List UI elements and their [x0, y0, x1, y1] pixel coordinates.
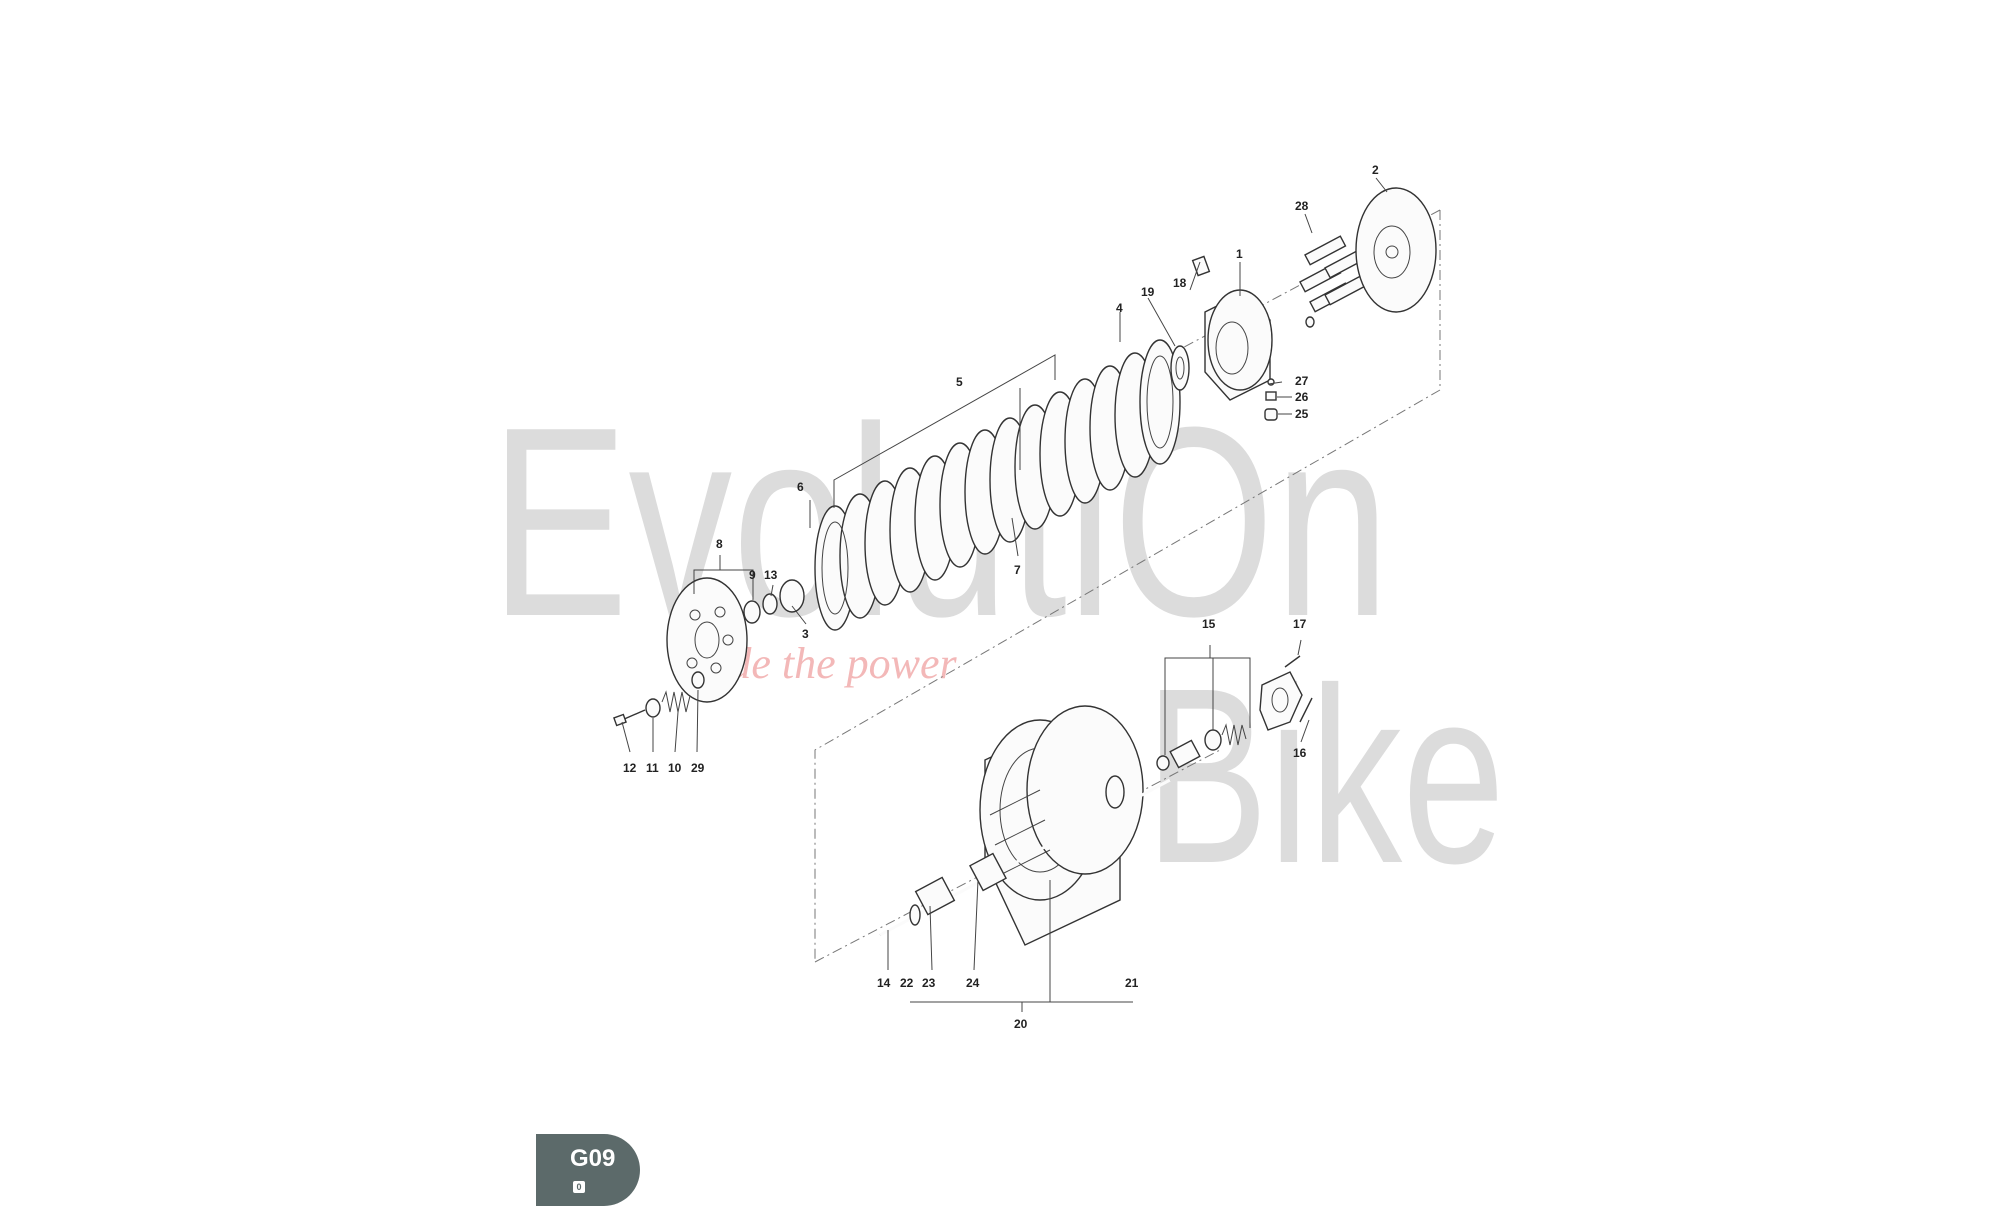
label-part-2: 2 — [1372, 163, 1379, 177]
label-part-18: 18 — [1173, 276, 1187, 290]
spring-posts — [1299, 235, 1367, 313]
label-part-3: 3 — [802, 627, 809, 641]
input-shaft — [879, 775, 1171, 937]
outer-cover-plate — [666, 577, 748, 703]
label-part-25: 25 — [1295, 407, 1309, 421]
spring-and-bolt — [613, 671, 705, 727]
clutch-basket — [979, 705, 1144, 946]
pressure-plate — [1355, 187, 1437, 313]
watermark-bike: Bike — [1145, 636, 1505, 915]
small-hardware — [1264, 316, 1315, 421]
label-part-24: 24 — [966, 976, 980, 990]
watermark: EvolutiOn Bike ride the power — [490, 372, 1505, 915]
label-part-14: 14 — [877, 976, 891, 990]
label-part-1: 1 — [1236, 247, 1243, 261]
label-part-27: 27 — [1295, 374, 1309, 388]
label-part-17: 17 — [1293, 617, 1307, 631]
bearing-stack — [743, 579, 805, 624]
label-part-23: 23 — [922, 976, 936, 990]
label-part-26: 26 — [1295, 390, 1309, 404]
label-part-22: 22 — [900, 976, 914, 990]
thrust-washer — [1170, 345, 1190, 391]
label-part-11: 11 — [646, 761, 659, 775]
label-part-4: 4 — [1116, 301, 1123, 315]
leader-lines — [621, 177, 1388, 1012]
label-part-19: 19 — [1141, 285, 1155, 299]
label-part-8: 8 — [716, 537, 723, 551]
label-part-12: 12 — [623, 761, 637, 775]
label-part-21: 21 — [1125, 976, 1139, 990]
label-part-9: 9 — [749, 568, 756, 582]
label-part-15: 15 — [1202, 617, 1216, 631]
label-part-5: 5 — [956, 375, 963, 389]
clutch-plate-pack — [814, 339, 1181, 631]
diagram-code: G09 — [570, 1145, 616, 1172]
clutch-inner-hub — [1191, 255, 1273, 401]
label-part-13: 13 — [764, 568, 778, 582]
label-part-10: 10 — [668, 761, 682, 775]
label-part-6: 6 — [797, 480, 804, 494]
label-part-7: 7 — [1014, 563, 1021, 577]
label-part-29: 29 — [691, 761, 705, 775]
release-mechanism — [1156, 655, 1313, 771]
label-part-28: 28 — [1295, 199, 1309, 213]
label-part-16: 16 — [1293, 746, 1307, 760]
diagram-sub-code: 0 — [573, 1181, 585, 1193]
diagram-code-badge: G09 0 — [536, 1134, 640, 1206]
label-part-20: 20 — [1014, 1017, 1028, 1031]
part-labels: 1 2 3 4 5 6 7 8 9 10 11 12 13 14 15 16 1… — [623, 163, 1379, 1031]
